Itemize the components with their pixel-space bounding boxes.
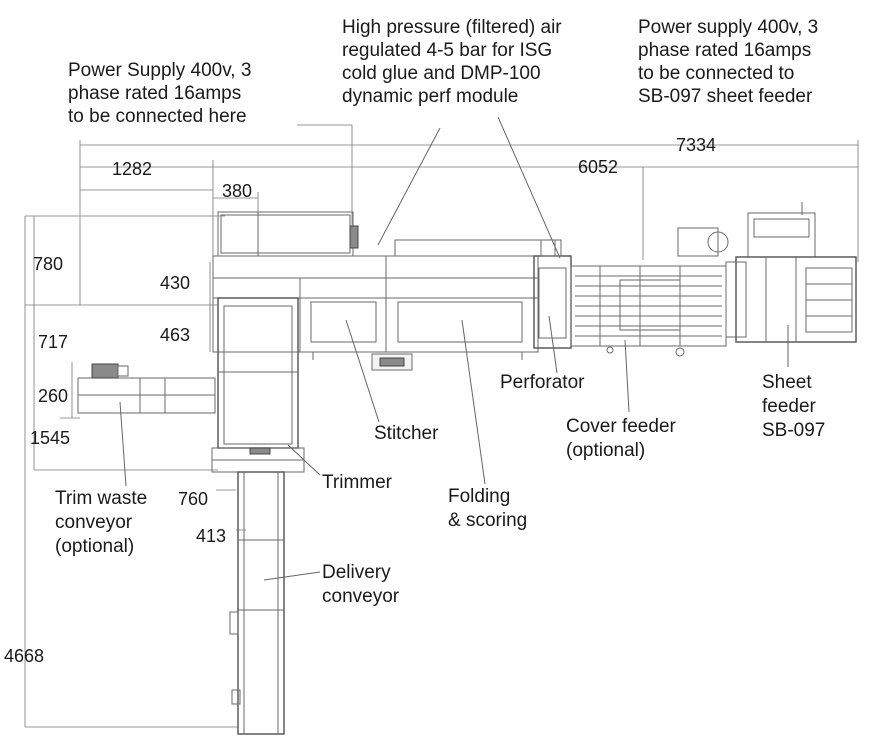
stitcher-label: Stitcher [374, 423, 439, 444]
dimension-lines [24, 124, 859, 728]
trim-waste-label: Trim waste conveyor (optional) [55, 488, 147, 557]
cover-feeder-label: Cover feeder (optional) [566, 416, 677, 461]
power-right-line-3: to be connected to [638, 63, 794, 84]
cover-feeder-line-2: (optional) [566, 440, 645, 461]
power-left-line-2: phase rated 16amps [68, 83, 241, 104]
delivery-conveyor-unit [229, 471, 285, 735]
trim-waste-line-2: conveyor [55, 512, 133, 533]
power-right-line-2: phase rated 16amps [638, 40, 811, 61]
air-supply-line-2: regulated 4-5 bar for ISG [342, 40, 552, 61]
dim-7334: 7334 [676, 135, 716, 155]
trim-waste-conveyor-unit [77, 363, 216, 414]
air-supply-line-3: cold glue and DMP-100 [342, 63, 541, 84]
cover-feeder-line-1: Cover feeder [566, 416, 677, 437]
leader-lines [119, 116, 803, 581]
cover-feeder-unit [570, 227, 729, 357]
air-supply-line-4: dynamic perf module [342, 86, 518, 107]
perforator-label: Perforator [500, 372, 585, 393]
sheet-feeder-line-1: Sheet [762, 372, 812, 393]
dim-430: 430 [160, 273, 190, 293]
delivery-line-2: conveyor [322, 586, 400, 607]
machine-drawing [77, 211, 857, 735]
sheet-feeder-line-2: feeder [762, 396, 817, 417]
stitcher-head [217, 211, 359, 257]
dim-1545: 1545 [30, 428, 70, 448]
power-right-line-4: SB-097 sheet feeder [638, 86, 813, 107]
delivery-label: Delivery conveyor [322, 562, 400, 607]
trimmer-label: Trimmer [322, 472, 393, 493]
dim-760: 760 [178, 489, 208, 509]
dim-380: 380 [222, 181, 252, 201]
dimension-values: 7334 6052 1282 380 780 430 463 717 260 1… [4, 135, 716, 666]
sheet-feeder-line-3: SB-097 [762, 420, 825, 441]
sheet-feeder-unit [725, 212, 857, 343]
power-supply-left-note: Power Supply 400v, 3 phase rated 16amps … [68, 60, 251, 127]
folding-line-1: Folding [448, 486, 510, 507]
perforator-unit [533, 239, 572, 349]
trimmer-unit [211, 297, 305, 473]
power-left-line-3: to be connected here [68, 106, 247, 127]
dim-717: 717 [38, 332, 68, 352]
power-right-line-1: Power supply 400v, 3 [638, 17, 818, 38]
air-supply-note: High pressure (filtered) air regulated 4… [342, 17, 562, 107]
delivery-line-1: Delivery [322, 562, 391, 583]
air-supply-line-1: High pressure (filtered) air [342, 17, 562, 38]
dim-6052: 6052 [578, 157, 618, 177]
sheet-feeder-label: Sheet feeder SB-097 [762, 372, 825, 441]
dim-1282: 1282 [112, 159, 152, 179]
dim-463: 463 [160, 325, 190, 345]
trim-waste-line-1: Trim waste [55, 488, 147, 509]
dim-780: 780 [33, 254, 63, 274]
folding-line-2: & scoring [448, 510, 527, 531]
trim-waste-line-3: (optional) [55, 536, 134, 557]
dim-260: 260 [38, 386, 68, 406]
dim-413: 413 [196, 526, 226, 546]
power-supply-right-note: Power supply 400v, 3 phase rated 16amps … [638, 17, 818, 107]
main-line-body [212, 239, 556, 371]
dim-4668: 4668 [4, 646, 44, 666]
folding-label: Folding & scoring [448, 486, 527, 531]
power-left-line-1: Power Supply 400v, 3 [68, 60, 251, 81]
